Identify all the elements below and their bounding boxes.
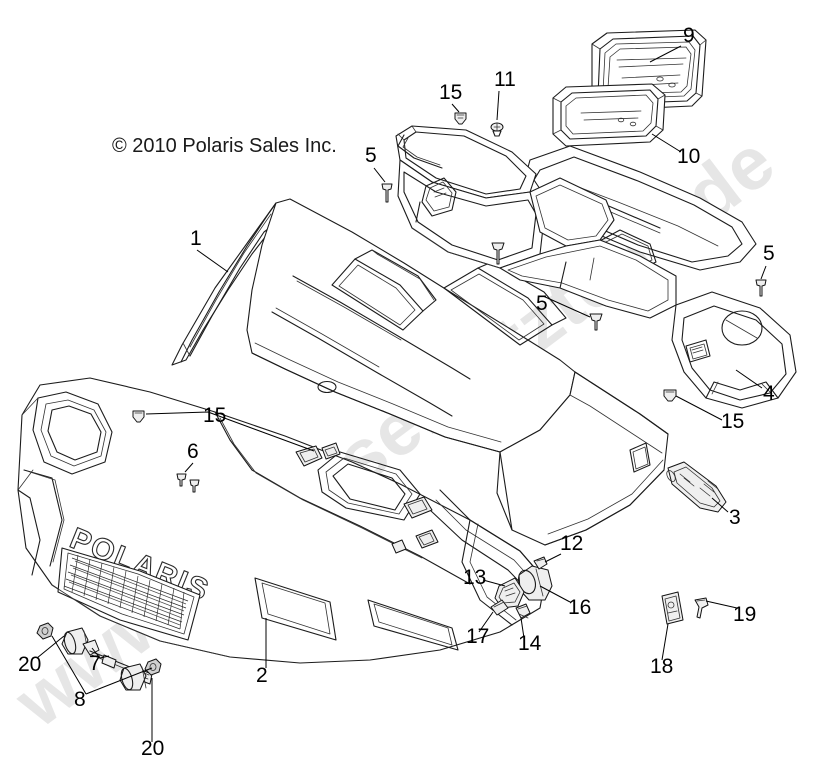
callout-9: 9	[683, 24, 695, 47]
callout-10: 10	[677, 145, 700, 168]
callout-17: 17	[466, 625, 489, 648]
hardware-screw-5b	[491, 242, 505, 265]
part-front-fascia-2: POLARIS	[17, 377, 546, 664]
callout-11: 11	[494, 68, 516, 91]
callout-19: 19	[733, 603, 756, 626]
callout-20a: 20	[18, 653, 41, 676]
copyright-notice: © 2010 Polaris Sales Inc.	[112, 135, 337, 157]
part-hood-side-panel-1	[171, 202, 277, 366]
callout-2: 2	[256, 664, 268, 687]
callout-16: 16	[568, 596, 591, 619]
callout-1: 1	[190, 227, 202, 250]
part-spacer-20a	[61, 627, 89, 655]
callout-labels: 1 2 3 4 5 5 5 6 7 8 9 10 11 12 13 14 15 …	[18, 24, 775, 760]
hardware-rivet-6	[176, 473, 200, 493]
part-glovebox-assembly	[395, 125, 677, 319]
callout-15c: 15	[721, 410, 744, 433]
hardware-clip-group-mid2	[391, 496, 439, 554]
hardware-screw-5b2	[589, 313, 603, 331]
hardware-well-nut-15c	[663, 389, 677, 402]
part-nut-8a	[36, 622, 54, 640]
part-latch-pin-3	[666, 461, 727, 513]
callout-3: 3	[729, 506, 741, 529]
grille-mesh-area	[57, 547, 201, 641]
leader-lines	[36, 45, 767, 742]
callout-7: 7	[89, 652, 101, 675]
part-plate-18	[661, 591, 684, 625]
callout-5c: 5	[763, 242, 775, 265]
part-vent-seal-10	[552, 83, 666, 147]
part-nut-8b	[144, 658, 162, 676]
callout-12: 12	[560, 532, 583, 555]
callout-15a: 15	[439, 81, 462, 104]
callout-6: 6	[187, 440, 199, 463]
hardware-well-nut-15b	[132, 410, 145, 423]
callout-15b: 15	[203, 404, 226, 427]
callout-18: 18	[650, 655, 673, 678]
callout-14: 14	[518, 632, 542, 655]
hardware-clip-group-mid	[295, 442, 341, 467]
part-screw-19	[694, 597, 709, 619]
callout-20b: 20	[141, 737, 164, 760]
callout-13: 13	[463, 566, 486, 589]
hardware-screw-5c	[755, 279, 767, 297]
part-grommet-assembly-12-17	[490, 556, 553, 619]
hardware-push-rivet-11	[490, 122, 504, 137]
callout-5b: 5	[536, 292, 548, 315]
part-spacer-20b	[119, 663, 147, 691]
callout-8: 8	[74, 688, 86, 711]
callout-5a: 5	[365, 144, 377, 167]
part-right-dash-panel-4	[671, 291, 797, 409]
callout-4: 4	[763, 382, 775, 405]
hardware-well-nut-15a	[454, 112, 467, 125]
hardware-screw-5a	[381, 183, 393, 203]
